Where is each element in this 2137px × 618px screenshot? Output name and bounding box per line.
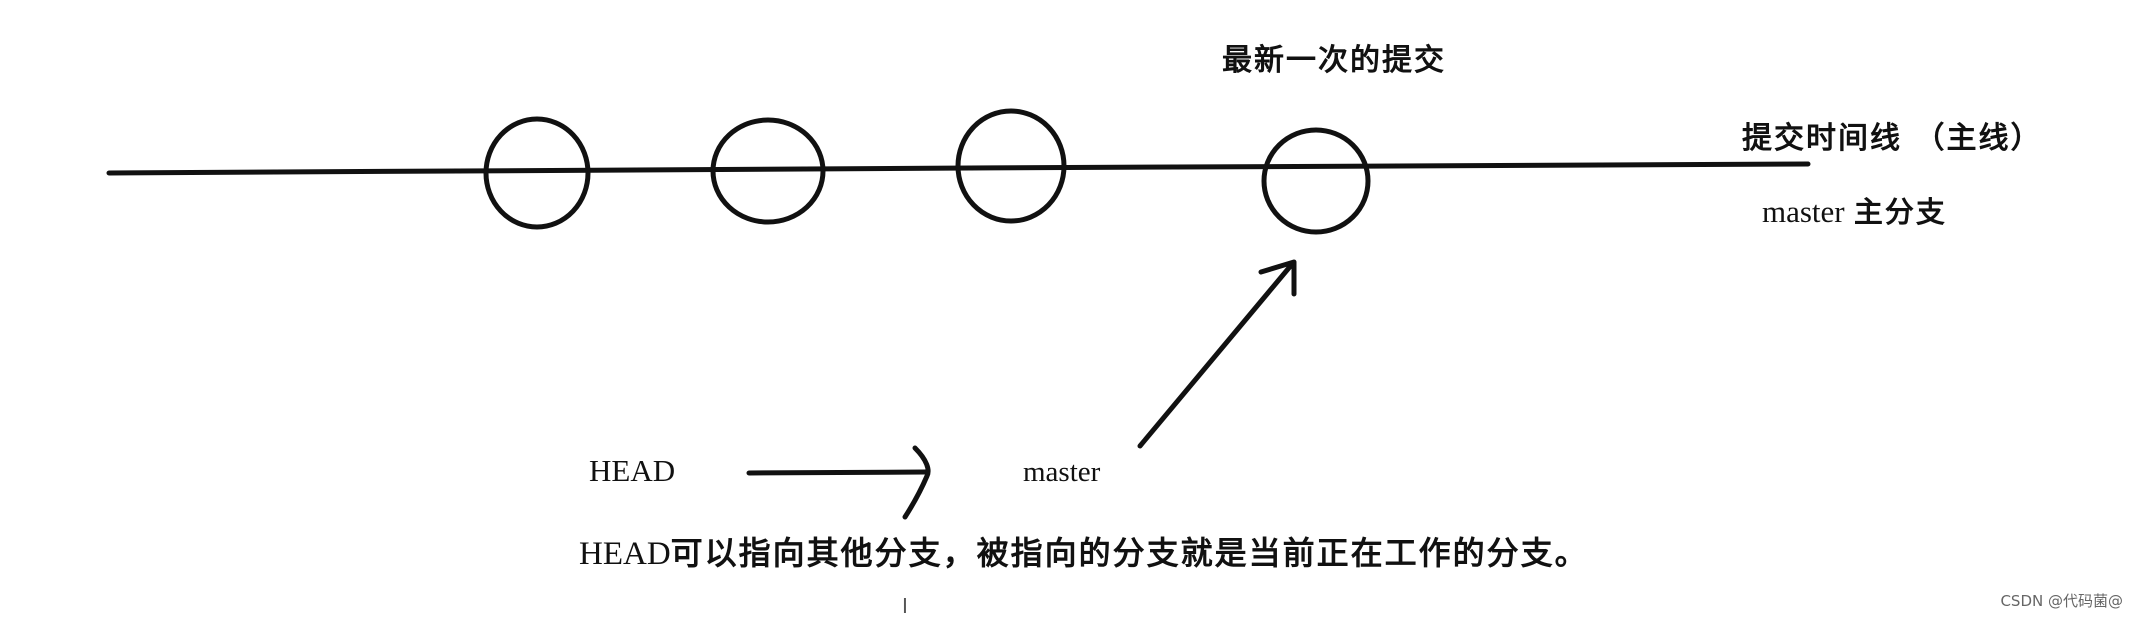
timeline-line bbox=[106, 161, 1811, 176]
master-branch-label: master 主分支 bbox=[1762, 196, 1947, 227]
text-cursor-icon: I bbox=[902, 594, 908, 618]
latest-commit-label: 最新一次的提交 bbox=[1222, 43, 1446, 78]
head-label: HEAD bbox=[589, 453, 676, 488]
commit-node-latest bbox=[1261, 127, 1371, 235]
caption: HEAD可以指向其他分支，被指向的分支就是当前正在工作的分支。 bbox=[579, 537, 1589, 571]
commit-node-3 bbox=[955, 108, 1067, 224]
master-branch-zh: 主分支 bbox=[1853, 195, 1947, 229]
caption-text: 可以指向其他分支，被指向的分支就是当前正在工作的分支。 bbox=[670, 534, 1589, 572]
commit-node-1 bbox=[483, 116, 591, 230]
watermark: CSDN @代码菌@ bbox=[2000, 592, 2123, 610]
commit-node-2 bbox=[710, 117, 826, 225]
timeline-label: 提交时间线 （主线） bbox=[1742, 121, 2043, 156]
caption-head: HEAD bbox=[579, 536, 671, 572]
master-pointer-label: master bbox=[1023, 456, 1101, 488]
master-branch-name: master bbox=[1762, 194, 1845, 229]
head-to-master-arrow bbox=[746, 445, 931, 520]
master-to-commit-arrow bbox=[1137, 259, 1297, 449]
